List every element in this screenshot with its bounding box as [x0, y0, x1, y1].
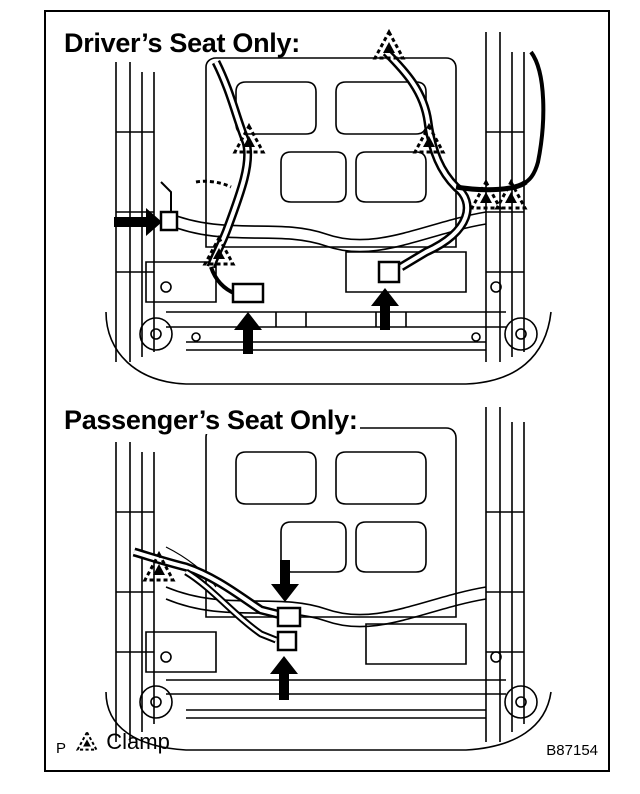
legend-label: Clamp [106, 729, 170, 754]
legend: P Clamp [56, 730, 170, 756]
arrow-up-icon [270, 656, 298, 700]
figure-code: B87154 [546, 742, 598, 759]
passenger-seat-heading: Passenger’s Seat Only: [62, 405, 360, 435]
driver-seat-heading: Driver’s Seat Only: [62, 28, 302, 58]
connector-lower [276, 630, 298, 652]
arrow-down-icon [271, 560, 299, 602]
arrow-up-icon [371, 288, 399, 330]
connector-lower-left [231, 282, 265, 304]
connector-lower-right [377, 260, 401, 284]
legend-prefix: P [56, 740, 67, 757]
clamp-triangle-icon [76, 730, 99, 751]
driver-harness [160, 48, 546, 296]
passenger-harness [132, 547, 283, 644]
seat-diagrams [105, 30, 552, 751]
figure-frame: Driver’s Seat Only: Passenger’s Seat Onl… [44, 10, 610, 772]
side-connector [159, 210, 179, 232]
arrow-right-icon [114, 208, 162, 236]
arrow-up-icon [234, 312, 262, 354]
connector-upper [276, 606, 302, 628]
